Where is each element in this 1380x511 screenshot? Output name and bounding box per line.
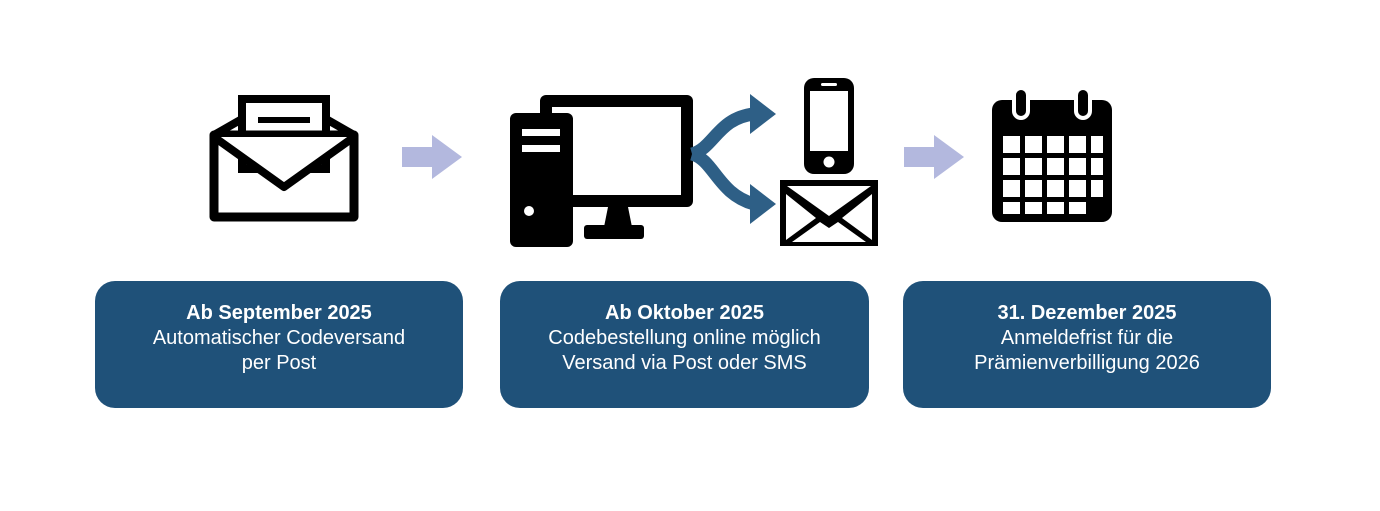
step-box-september: Ab September 2025 Automatischer Codevers… bbox=[95, 281, 463, 408]
step-box-dezember: 31. Dezember 2025 Anmeldefrist für die P… bbox=[903, 281, 1271, 408]
desktop-computer-icon bbox=[510, 95, 693, 247]
split-arrow-icon bbox=[689, 94, 776, 224]
step-text-line: Versand via Post oder SMS bbox=[562, 352, 807, 374]
arrow-right-icon bbox=[904, 135, 964, 179]
step-text-line: per Post bbox=[241, 352, 317, 374]
step-box-oktober: Ab Oktober 2025 Codebestellung online mö… bbox=[500, 281, 869, 408]
step-text-line: Anmeldefrist für die bbox=[1000, 327, 1174, 349]
envelope-icon bbox=[780, 180, 878, 246]
step-text-line: Prämienverbilligung 2026 bbox=[974, 352, 1200, 374]
step-text-line: Codebestellung online möglich bbox=[548, 327, 821, 349]
arrow-right-icon bbox=[402, 135, 462, 179]
step-title: Ab Oktober 2025 bbox=[605, 302, 764, 324]
step-title: 31. Dezember 2025 bbox=[997, 302, 1177, 324]
step-text-line: Automatischer Codeversand bbox=[152, 327, 406, 349]
open-envelope-letter-icon bbox=[209, 95, 359, 222]
step-title: Ab September 2025 bbox=[186, 302, 372, 324]
smartphone-icon bbox=[804, 78, 854, 174]
calendar-icon bbox=[992, 86, 1112, 222]
